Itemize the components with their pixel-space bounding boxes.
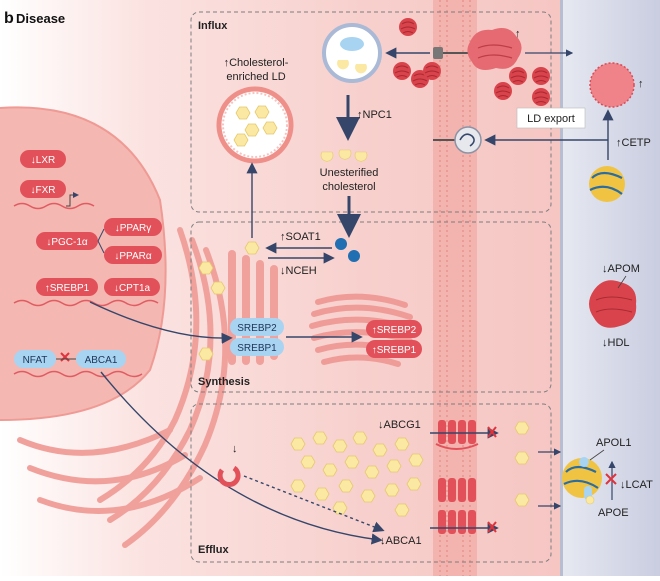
lipid-droplet	[216, 86, 294, 164]
dna-strand-3	[13, 370, 143, 378]
effluxed-cholesterol-hex	[514, 421, 530, 435]
er-srebp2-pill: SREBP2	[230, 318, 284, 336]
cholesterol-ld-line2: enriched LD	[226, 71, 285, 83]
abcg1-inhibition-x	[487, 426, 497, 438]
ldl-up-arrow: ↑	[515, 28, 521, 40]
svg-text:LD export: LD export	[527, 113, 575, 125]
hdl-label: ↓HDL	[602, 337, 630, 349]
svg-text:↑SREBP1: ↑SREBP1	[45, 283, 90, 294]
ldl-particle	[493, 81, 513, 101]
apoe-label: APOE	[598, 507, 629, 519]
scavenger-receptor	[217, 465, 241, 487]
unesterified-line1: Unesterified	[320, 167, 379, 179]
ldl-particle	[422, 61, 442, 81]
ldl-particle	[398, 17, 418, 37]
apol1-label: APOL1	[596, 437, 631, 449]
synthesis-box	[190, 221, 552, 393]
effluxed-cholesterol-hex	[514, 493, 530, 507]
effluxed-cholesterol-hex	[514, 451, 530, 465]
inhibition-x-nucleus	[60, 352, 70, 362]
pgc1a-pill: ↓PGC-1α	[36, 232, 98, 250]
nfat-pill: NFAT	[14, 350, 56, 368]
efflux-box	[190, 403, 552, 563]
section-synthesis-label: Synthesis	[198, 376, 250, 388]
abca1-nucleus-pill: ABCA1	[76, 350, 126, 368]
receptor-dashed-arrow	[243, 475, 385, 533]
svg-text:↑SREBP1: ↑SREBP1	[372, 345, 417, 356]
cpt1a-pill: ↓CPT1a	[104, 278, 160, 296]
free-cholesterol-hex	[198, 261, 214, 275]
abca1-efflux-label: ↓ABCA1	[380, 535, 422, 547]
golgi-srebp1-pill: ↑SREBP1	[366, 340, 422, 358]
section-influx-label: Influx	[198, 20, 228, 32]
abcg1-label: ↓ABCG1	[378, 419, 421, 431]
srb1-receptor	[433, 126, 482, 154]
cetp-label: ↑CETP	[616, 137, 651, 149]
unesterified-cholesterol-dots	[335, 238, 360, 262]
svg-text:↓FXR: ↓FXR	[31, 185, 56, 196]
cholesterol-ld-line1: ↑Cholesterol-	[224, 57, 289, 69]
serum-ldl-up-arrow: ↑	[638, 78, 644, 90]
endoplasmic-reticulum	[17, 227, 229, 548]
srebp1-nucleus-pill: ↑SREBP1	[36, 278, 98, 296]
apom-label: ↓APOM	[602, 263, 640, 275]
ppar-alpha-pill: ↓PPARα	[104, 246, 162, 264]
svg-text:ABCA1: ABCA1	[85, 355, 118, 366]
ppar-gamma-pill: ↓PPARγ	[104, 218, 162, 236]
svg-text:↓CPT1a: ↓CPT1a	[114, 283, 151, 294]
lysosome	[322, 23, 382, 83]
ldl-particle	[508, 66, 528, 86]
lcat-inhibition-x	[605, 473, 617, 485]
lcat-label: ↓LCAT	[620, 479, 653, 491]
soat1-label: ↑SOAT1	[280, 231, 321, 243]
fxr-gene-arrow	[66, 192, 79, 207]
svg-text:↓LXR: ↓LXR	[31, 155, 55, 166]
abca1-to-efflux-arrow	[100, 371, 383, 545]
svg-text:↓PPARγ: ↓PPARγ	[115, 223, 152, 234]
unesterified-cholesterol-glyphs	[320, 149, 368, 162]
svg-text:NFAT: NFAT	[23, 355, 48, 366]
membrane-outer-edge	[560, 0, 563, 576]
golgi-srebp2-pill: ↑SREBP2	[366, 320, 422, 338]
section-efflux-label: Efflux	[198, 544, 229, 556]
svg-text:↑SREBP2: ↑SREBP2	[372, 325, 417, 336]
cholesteryl-ester-hex	[244, 241, 260, 255]
ld-export-label-box: LD export	[516, 107, 586, 129]
lxr-pill: ↓LXR	[20, 150, 66, 168]
svg-text:SREBP2: SREBP2	[237, 323, 277, 334]
fxr-pill: ↓FXR	[20, 180, 66, 198]
abcg1-transporter	[435, 420, 479, 450]
hdl-apo-complex	[562, 457, 602, 505]
dna-strand-2	[13, 299, 159, 307]
ldl-particle	[531, 66, 551, 86]
svg-text:↓PGC-1α: ↓PGC-1α	[46, 237, 88, 248]
abca1-inhibition-x	[487, 521, 497, 533]
ldl-receptor	[433, 47, 470, 59]
free-cholesterol-hex	[198, 347, 214, 361]
er-srebp1-pill: SREBP1	[230, 338, 284, 356]
panel-title: Disease	[16, 11, 65, 26]
hdl-particle-top	[589, 166, 625, 202]
npc1-label: ↑NPC1	[357, 109, 392, 121]
ldl-particle	[392, 61, 412, 81]
dna-strand-1	[13, 202, 95, 210]
srebp1-to-er-arrow	[89, 301, 233, 344]
svg-text:↓PPARα: ↓PPARα	[114, 251, 151, 262]
svg-text:SREBP1: SREBP1	[237, 343, 277, 354]
serum-ldl-particle	[589, 62, 635, 108]
ldl-particle-large	[467, 28, 522, 70]
nceh-label: ↓NCEH	[280, 265, 317, 277]
serum-hdl-particle	[589, 280, 637, 328]
ldl-particle	[531, 87, 551, 107]
receptor-down-label: ↓	[232, 443, 238, 455]
panel-letter: b	[4, 10, 14, 27]
free-cholesterol-hex	[210, 281, 226, 295]
unesterified-line2: cholesterol	[322, 181, 375, 193]
